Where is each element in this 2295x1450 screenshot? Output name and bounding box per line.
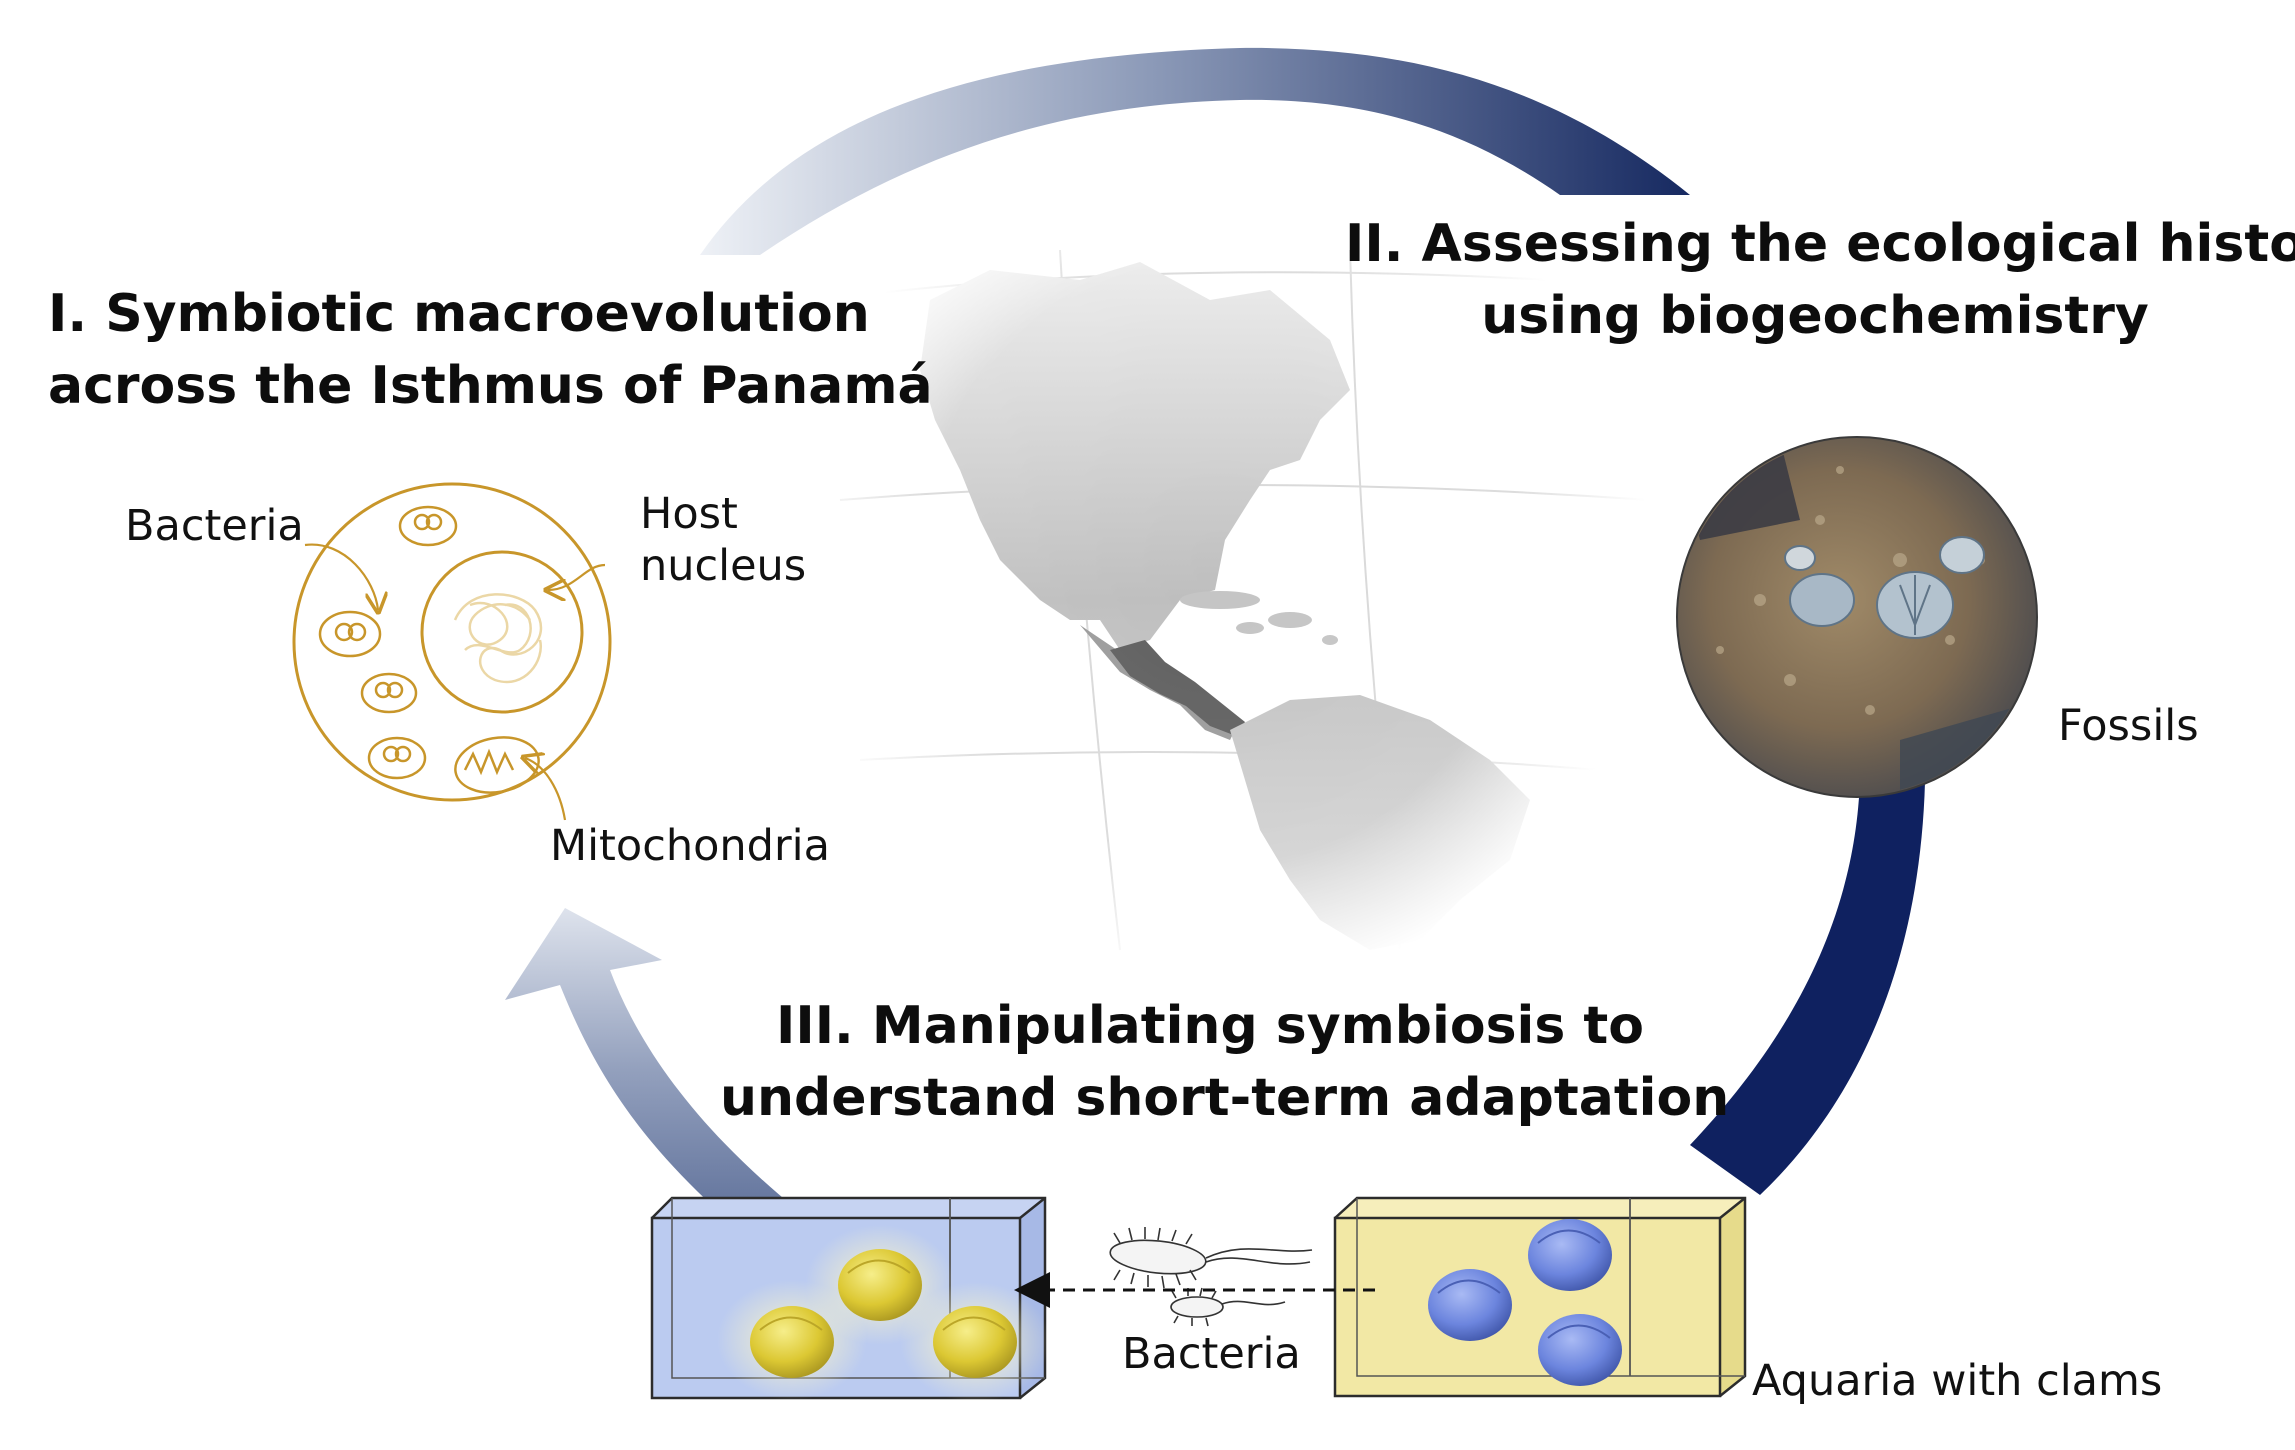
section-one-title-line1: I. Symbiotic macroevolution xyxy=(48,284,870,344)
mitochondria-label: Mitochondria xyxy=(550,821,830,871)
bacteria-pointer xyxy=(304,543,378,610)
section-three-title-line2: understand short-term adaptation xyxy=(720,1068,1730,1128)
nucleus-pointer xyxy=(548,563,606,590)
clam xyxy=(933,1306,1017,1378)
section-two-title-line1: II. Assessing the ecological history xyxy=(1345,214,2295,274)
americas-map xyxy=(819,249,1701,951)
cell-membrane xyxy=(292,482,612,802)
section-three-title: III. Manipulating symbiosis to understan… xyxy=(720,990,1730,1134)
south-america-land xyxy=(1230,695,1530,950)
section-one-title: I. Symbiotic macroevolution across the I… xyxy=(48,278,933,422)
host-nucleus-label-line2: nucleus xyxy=(640,541,807,591)
section-two-title-line2: using biogeochemistry xyxy=(1481,286,2149,346)
bacteria-label: Bacteria xyxy=(125,501,304,551)
cycle-arrow-top xyxy=(700,47,1690,255)
host-nucleus-label: Host nucleus xyxy=(640,488,806,592)
cycle-arrow-left xyxy=(505,908,795,1208)
clam xyxy=(750,1306,834,1378)
bacterium-symbiont xyxy=(318,505,458,780)
cycle-arrow-right xyxy=(1690,778,1925,1195)
fossil-rock xyxy=(1676,436,2038,798)
clams-blue xyxy=(1428,1219,1622,1386)
mitochondrion xyxy=(454,736,540,794)
clams-yellow xyxy=(717,1225,1050,1402)
fossils-label: Fossils xyxy=(2058,701,2199,751)
transfer-bacteria-label: Bacteria xyxy=(1122,1329,1301,1379)
nucleus-chromatin xyxy=(453,593,543,684)
section-two-title: II. Assessing the ecological history usi… xyxy=(1345,208,2295,352)
clam xyxy=(1428,1269,1512,1341)
host-nucleus-label-line1: Host xyxy=(640,489,738,539)
panama-isthmus-highlight xyxy=(1110,640,1245,736)
cell-diagram xyxy=(292,482,612,821)
mitochondria-pointer xyxy=(525,758,567,821)
clam xyxy=(838,1249,922,1321)
clam xyxy=(1528,1219,1612,1291)
aquarium-tank-yellow xyxy=(1333,1196,1747,1398)
caribbean-islands xyxy=(1180,591,1338,645)
section-three-title-line1: III. Manipulating symbiosis to xyxy=(776,996,1644,1056)
north-america-land xyxy=(920,262,1350,650)
section-one-title-line2: across the Isthmus of Panamá xyxy=(48,356,933,416)
bacterium-icon xyxy=(1109,1227,1313,1327)
fossil-shell xyxy=(1784,536,1985,639)
clam xyxy=(1538,1314,1622,1386)
aquaria-caption: Aquaria with clams xyxy=(1752,1356,2163,1406)
host-nucleus xyxy=(420,550,584,714)
